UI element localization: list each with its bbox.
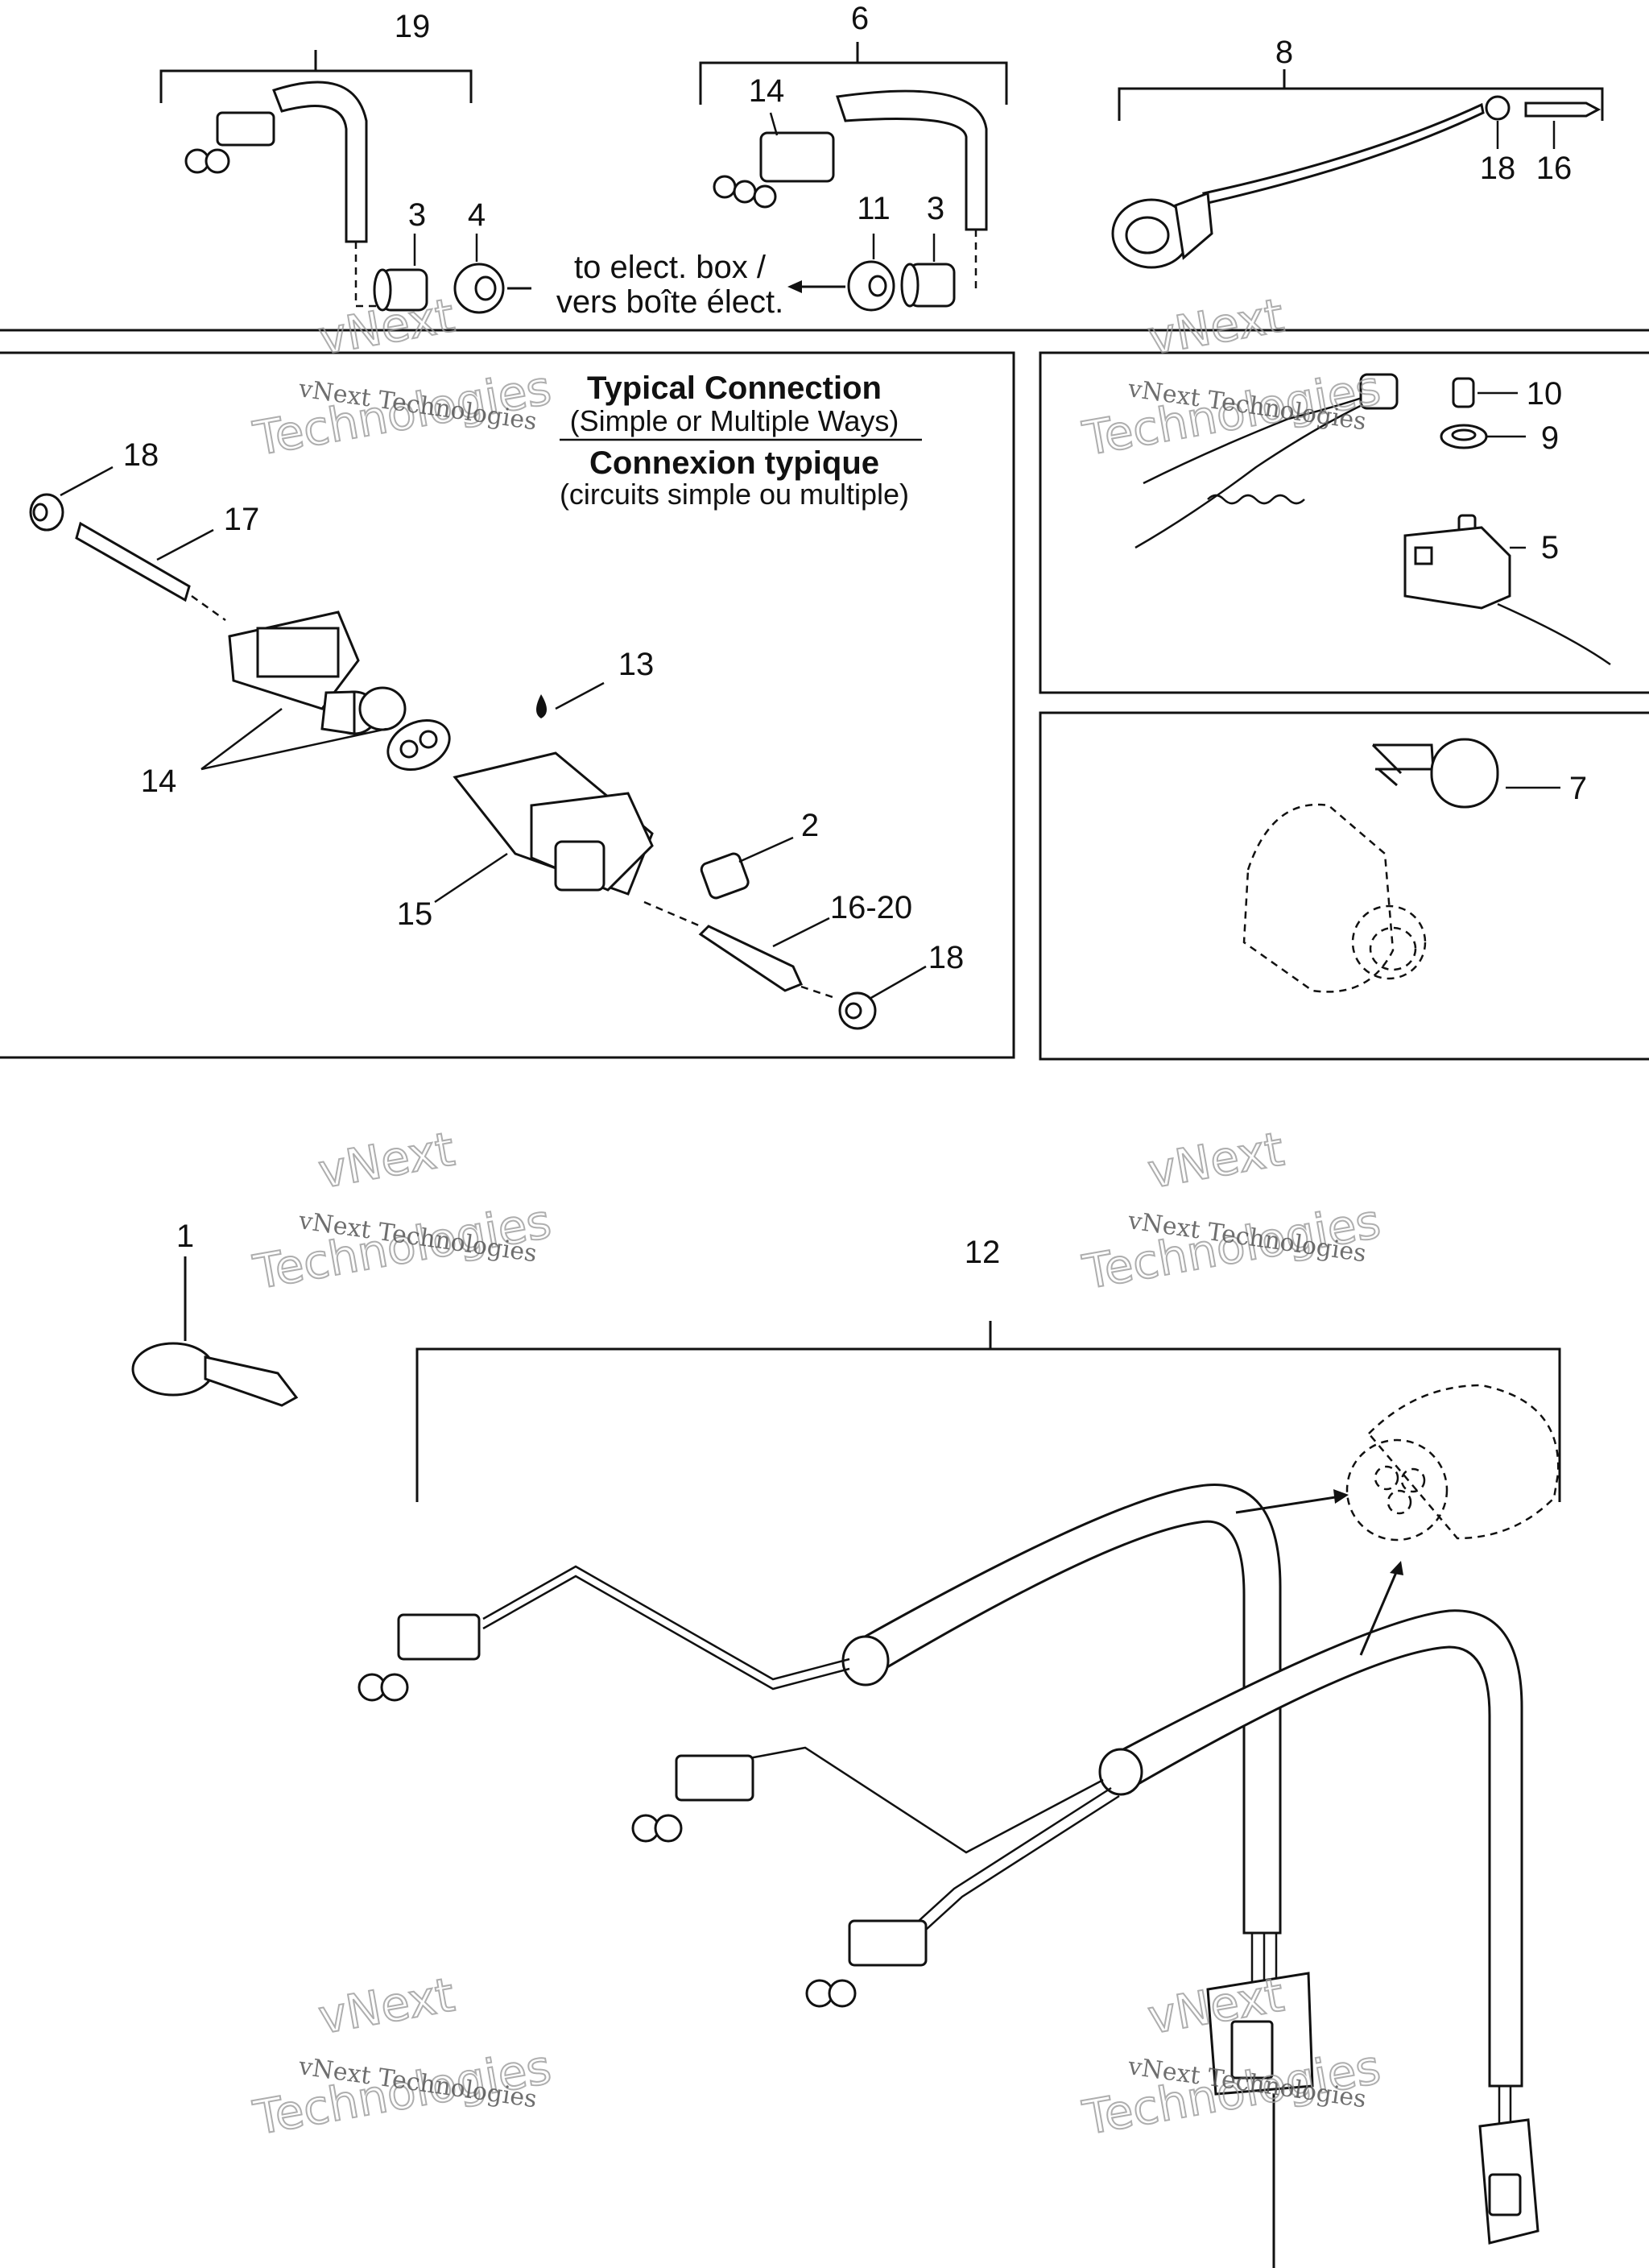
callout-14-top: 14 (749, 73, 785, 109)
part-3-nut-a (373, 268, 428, 312)
switch-panel (1039, 351, 1649, 694)
harness-connector-a (357, 1613, 481, 1702)
svg-text:vNext: vNext (1144, 1121, 1288, 1198)
part-17-pin (75, 521, 226, 622)
part-12-harness (357, 1321, 1561, 2268)
part-19-harness (159, 50, 473, 308)
part-6-harness (699, 42, 1008, 290)
callout-18-left: 18 (123, 437, 159, 473)
part-14-connector (228, 610, 407, 735)
plug-outline (1242, 803, 1427, 993)
callout-17: 17 (224, 502, 260, 537)
harness-connector-b (631, 1754, 754, 1843)
part-2-sleeve (700, 852, 750, 900)
callout-16-top: 16 (1536, 151, 1573, 186)
callout-6: 6 (851, 1, 869, 36)
plug-panel (1039, 711, 1649, 1061)
callout-11: 11 (857, 191, 891, 226)
callout-18-right: 18 (928, 940, 965, 975)
elect-box-note-en: to elect. box / (574, 250, 767, 285)
callout-labels: 19 6 8 14 3 4 11 3 18 16 18 17 13 14 2 1… (123, 1, 1587, 1270)
callout-16-20: 16-20 (830, 890, 912, 925)
elect-box-arrow (787, 280, 845, 293)
callout-12: 12 (965, 1235, 1001, 1270)
callout-4: 4 (468, 197, 486, 233)
harness-connector-e (1478, 2118, 1539, 2245)
harness-connector-c (805, 1919, 928, 2008)
callout-5: 5 (1541, 530, 1559, 565)
part-13-grease-icon (536, 694, 547, 718)
part-5-switch (1403, 514, 1611, 666)
part-16-terminal-a (1524, 101, 1601, 118)
part-18-seal-b (29, 493, 64, 532)
part-8-wire (1111, 69, 1604, 269)
part-3-nut-b (900, 263, 956, 308)
part-1-cable-tie (131, 1256, 299, 1407)
svg-text:vNext: vNext (315, 1121, 459, 1198)
part-15-housing (453, 751, 654, 896)
callout-2: 2 (801, 808, 819, 843)
typical-connection-panel (0, 351, 1015, 1059)
watermark-3: vNext Technologies vNext Technologies (249, 1120, 556, 1301)
watermark-4: vNext Technologies vNext Technologies (1078, 1120, 1386, 1301)
callout-13: 13 (618, 647, 655, 682)
part-18-seal-a (1485, 95, 1511, 121)
watermark-5: vNext Technologies vNext Technologies (249, 1966, 556, 2146)
watermark-2: vNext Technologies vNext Technologies (1078, 287, 1386, 467)
part-10-lanyard (1134, 373, 1475, 549)
caption-sub-fr: (circuits simple ou multiple) (560, 478, 909, 511)
callout-19: 19 (395, 9, 431, 44)
callout-18-top: 18 (1480, 151, 1516, 186)
caption-title-fr: Connexion typique (589, 445, 879, 481)
callout-3-left: 3 (408, 197, 426, 233)
harness-connector-d (1206, 1972, 1314, 2096)
caption-sub-en: (Simple or Multiple Ways) (570, 404, 899, 437)
part-7-seal (1371, 738, 1499, 809)
callout-14-mid: 14 (141, 764, 177, 799)
leader-lines (60, 112, 1560, 1000)
svg-text:vNext: vNext (315, 1967, 459, 2044)
callout-1: 1 (176, 1219, 194, 1254)
part-18-seal-c (838, 991, 877, 1030)
part-11-grommet (847, 260, 895, 312)
callout-9: 9 (1541, 420, 1559, 456)
callout-8: 8 (1275, 35, 1293, 70)
callout-7: 7 (1569, 771, 1587, 806)
part-4-grommet (453, 263, 531, 314)
callout-3-right: 3 (927, 191, 944, 226)
part-9-nut (1440, 424, 1488, 449)
callout-10: 10 (1527, 376, 1563, 412)
part-16-20-terminal (643, 900, 838, 1000)
caption-title-en: Typical Connection (587, 370, 882, 406)
callout-15: 15 (397, 896, 433, 932)
part-14-seal (386, 719, 451, 771)
watermark-1: vNext Technologies vNext Technologies (249, 287, 556, 467)
elect-box-note-fr: vers boîte élect. (556, 284, 783, 320)
